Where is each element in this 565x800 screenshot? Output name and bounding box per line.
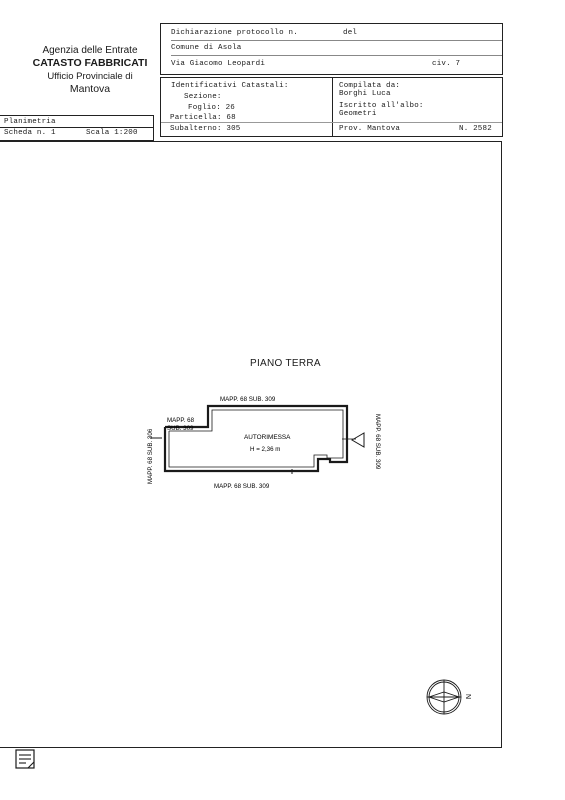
floor-label: PIANO TERRA	[250, 358, 321, 369]
planimetria-box: Planimetria Scheda n. 1 Scala 1:200	[0, 115, 154, 141]
protocol-label: Dichiarazione protocollo n.	[171, 29, 298, 37]
particella-value: Particella: 68	[170, 114, 236, 122]
sezione-label: Sezione:	[184, 93, 222, 101]
agency-name: Agenzia delle Entrate	[42, 45, 138, 56]
entrance-arrow	[351, 432, 365, 448]
header-address-box: Dichiarazione protocollo n. del Comune d…	[160, 23, 503, 75]
garage-outline	[163, 404, 349, 473]
scheda-number: Scheda n. 1	[4, 129, 56, 137]
header-divider	[332, 78, 333, 136]
label-inset-1: MAPP. 68	[167, 417, 195, 424]
label-inset-2: SUB. 309	[167, 425, 194, 432]
street-value: Via Giacomo Leopardi	[171, 60, 266, 68]
compilata-name: Borghi Luca	[339, 90, 391, 98]
scale-label: Scala 1:200	[86, 129, 138, 137]
planimetria-title: Planimetria	[4, 118, 56, 126]
iscritto-value: Geometri	[339, 110, 377, 118]
register-number: N. 2582	[459, 125, 492, 133]
header-cadastral-box: Identificativi Catastali: Sezione: Fogli…	[160, 77, 503, 137]
north-label: N	[464, 694, 471, 699]
label-left: MAPP. 68 SUB. 306	[147, 428, 154, 484]
document-icon	[15, 749, 35, 769]
room-height: H = 2,36 m	[250, 446, 280, 453]
comune-line: Comune di Asola	[171, 44, 502, 56]
ufficio-city: Mantova	[69, 83, 111, 95]
civic-number: civ. 7	[432, 60, 461, 68]
subalterno-value: Subalterno: 305	[170, 125, 241, 133]
room-name: AUTORIMESSA	[244, 434, 291, 441]
label-bottom: MAPP. 68 SUB. 309	[214, 483, 270, 490]
catasto-title: CATASTO FABBRICATI	[32, 57, 148, 69]
agency-block: Agenzia delle Entrate CATASTO FABBRICATI…	[20, 44, 160, 96]
protocol-line: Dichiarazione protocollo n. del	[171, 29, 502, 41]
del-label: del	[343, 29, 358, 37]
iscritto-label: Iscritto all'albo:	[339, 102, 424, 110]
planimetria-divider	[0, 127, 153, 128]
identificativi-label: Identificativi Catastali:	[171, 82, 289, 90]
foglio-value: Foglio: 26	[188, 104, 236, 112]
ufficio-label: Ufficio Provinciale di	[47, 71, 133, 82]
province-label: Prov. Mantova	[339, 125, 401, 133]
drawing-frame	[0, 141, 502, 748]
header-hline	[161, 122, 502, 123]
label-right: MAPP. 68 SUB. 309	[374, 414, 381, 470]
address-line: Via Giacomo Leopardi civ. 7	[171, 60, 502, 71]
comune-value: Comune di Asola	[171, 44, 242, 52]
compilata-label: Compilata da:	[339, 82, 401, 90]
label-top: MAPP. 68 SUB. 309	[220, 396, 276, 403]
north-compass	[426, 679, 462, 715]
garage-outline-inner	[168, 409, 344, 468]
